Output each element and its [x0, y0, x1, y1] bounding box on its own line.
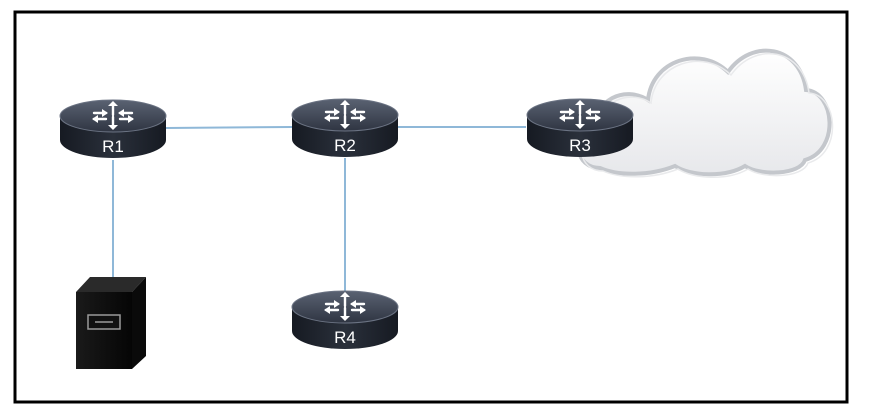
router-r3[interactable]: R3	[525, 97, 635, 159]
router-label-r4: R4	[334, 328, 356, 347]
router-r4[interactable]: R4	[290, 289, 400, 351]
router-label-r1: R1	[102, 137, 124, 156]
links	[112, 126, 526, 292]
router-label-r3: R3	[569, 136, 591, 155]
link-r1-r2	[165, 126, 293, 129]
router-label-r2: R2	[334, 136, 356, 155]
server-icon[interactable]	[76, 277, 146, 369]
router-r1[interactable]: R1	[58, 98, 168, 160]
router-r2[interactable]: R2	[290, 97, 400, 159]
